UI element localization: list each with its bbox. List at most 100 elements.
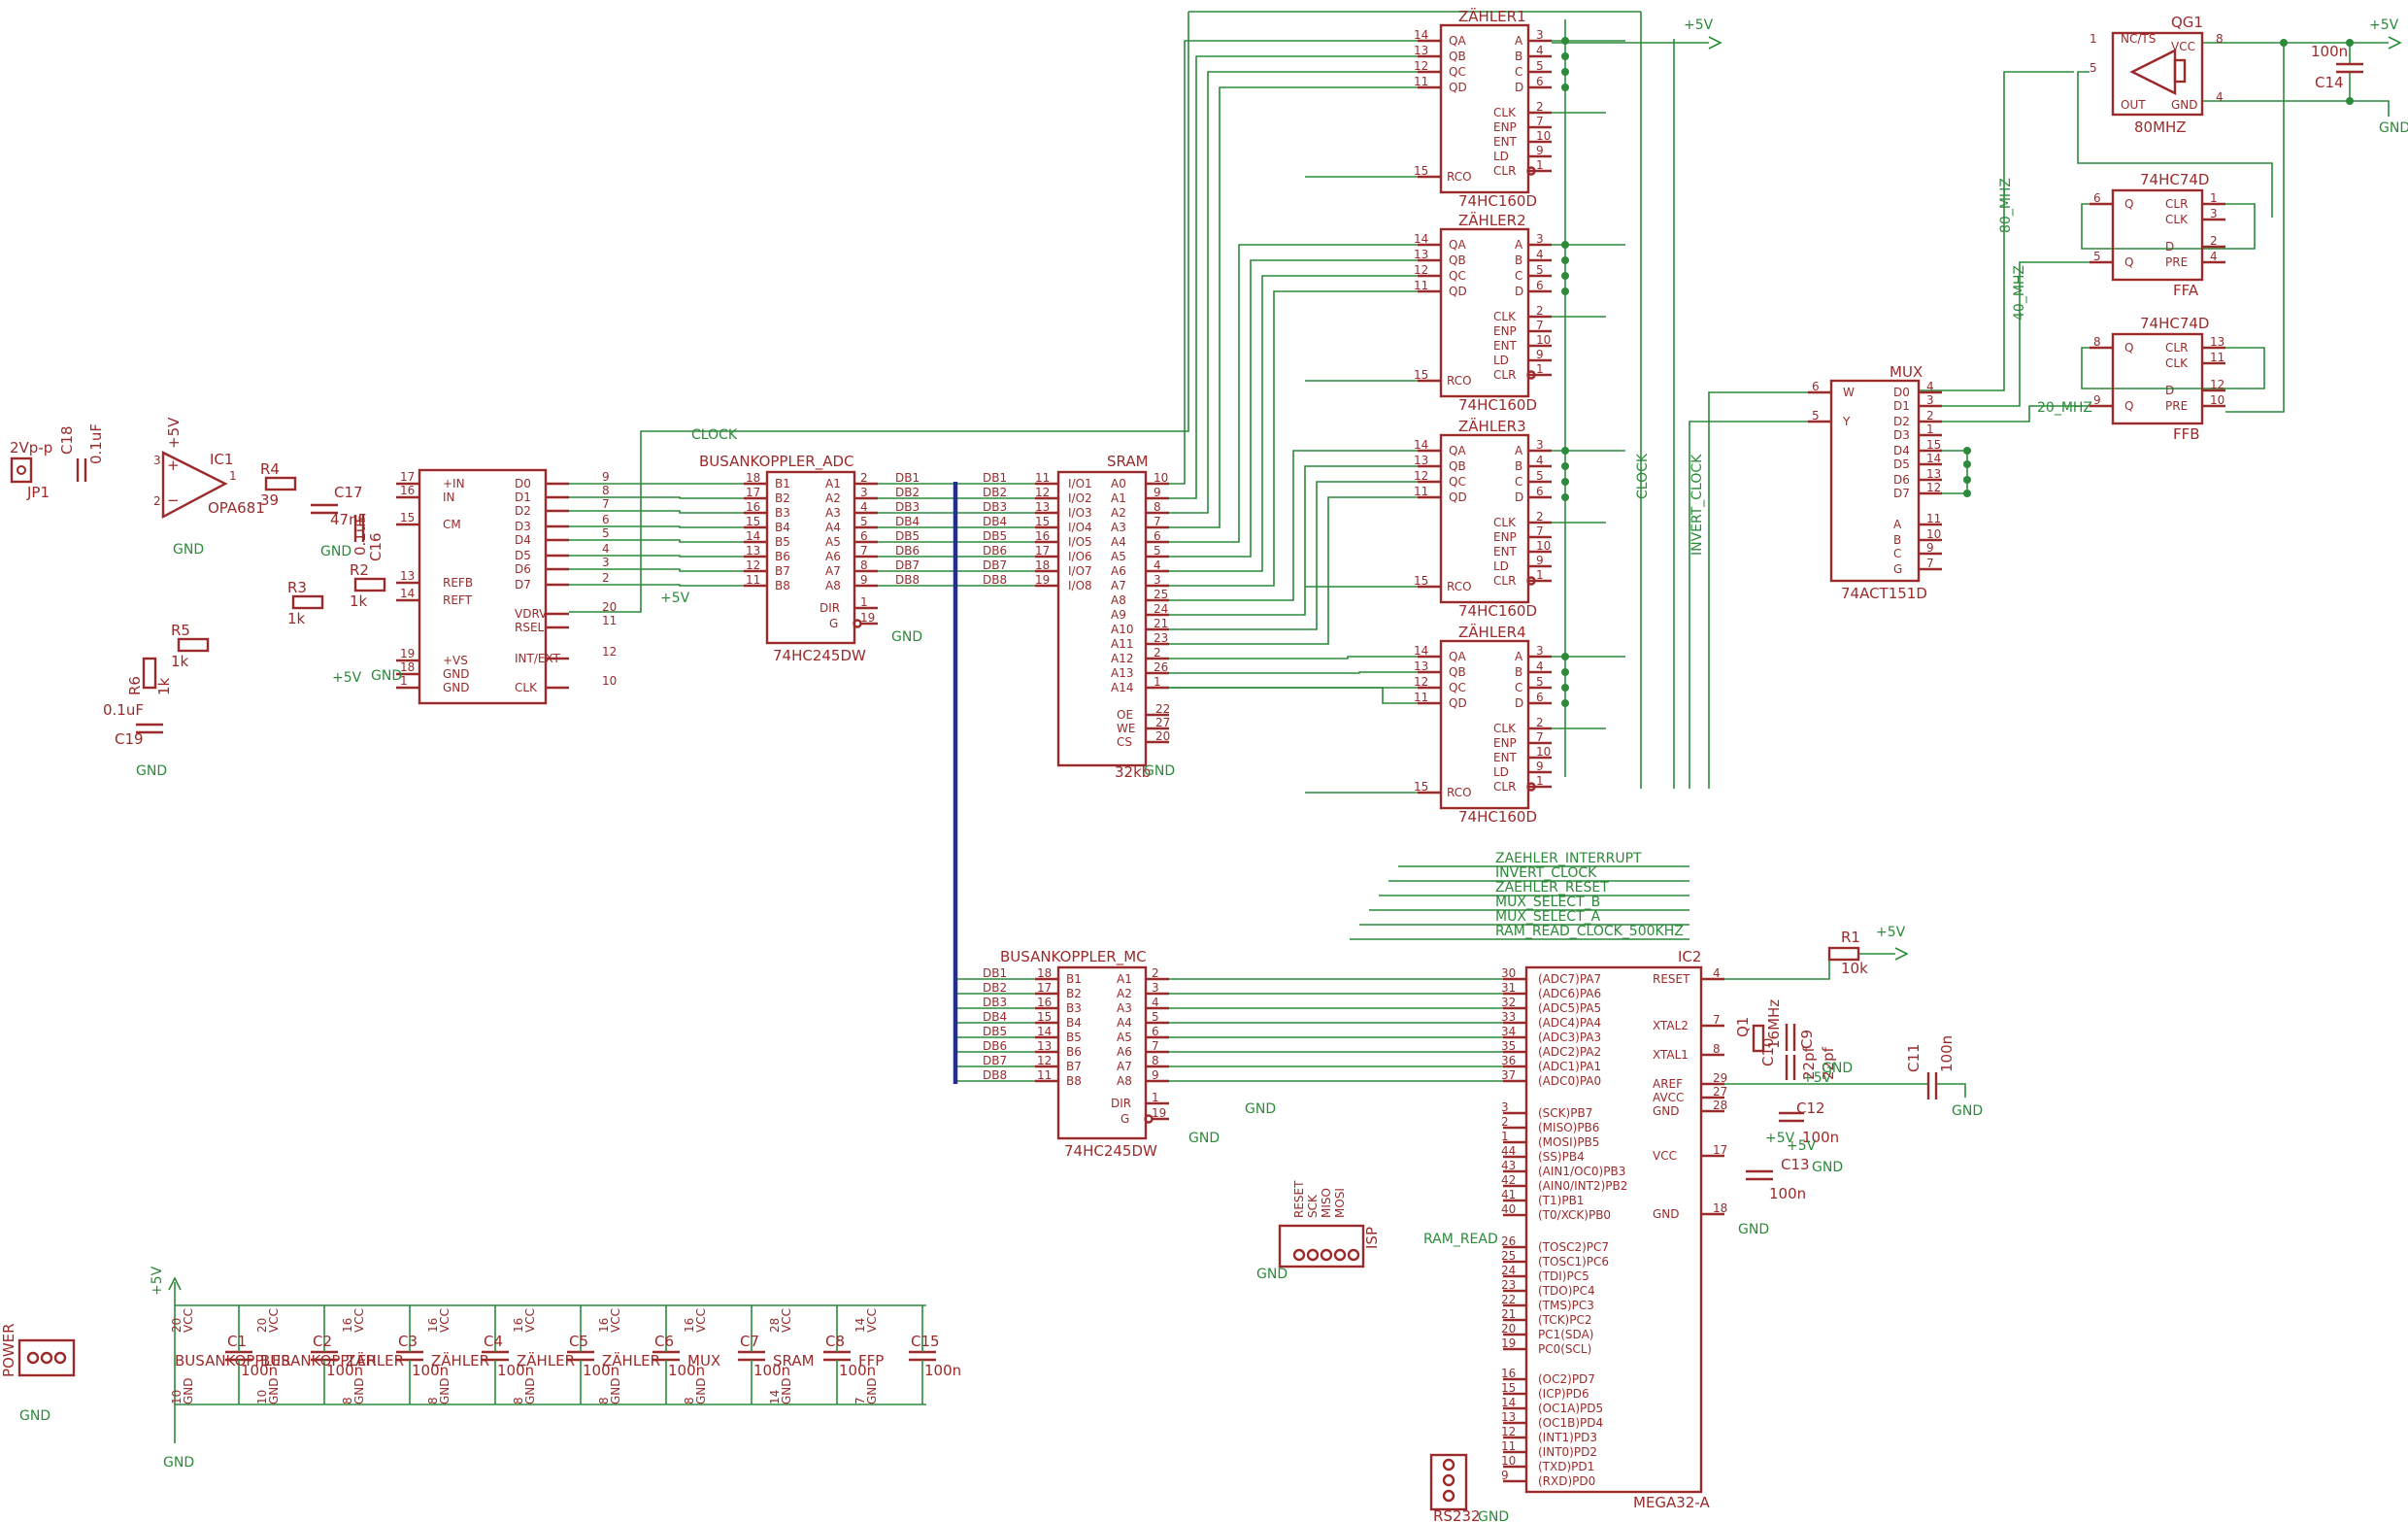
- mcu-pin-number: 31: [1501, 981, 1516, 995]
- mcu-right-number: 8: [1713, 1042, 1721, 1056]
- decoupling-device: ZÄHLER: [431, 1351, 489, 1370]
- decoupling-cap-name: C6: [654, 1333, 674, 1350]
- decoupling-gnd-symbol: GND: [780, 1377, 793, 1404]
- db-label-adc: DB2: [895, 486, 920, 499]
- counter-abcd-number: 4: [1536, 44, 1544, 57]
- counter-ctrl-pin: LD: [1493, 150, 1509, 163]
- decoupling-vcc-pin: 16: [512, 1318, 525, 1333]
- ic1-opamp: + − IC1 OPA681 3 2 1 +5V: [153, 417, 265, 519]
- counter-ctrl-number: 1: [1536, 362, 1544, 376]
- decoupling-device: ZÄHLER: [517, 1351, 575, 1370]
- mcu-pin-name: PC1(SDA): [1538, 1328, 1593, 1341]
- adc-data-wire: [569, 510, 744, 514]
- coupler-a-pin: A4: [825, 521, 841, 534]
- vcc-label: +5V: [660, 591, 690, 606]
- mcu-pin-number: 36: [1501, 1054, 1516, 1067]
- mux-left-number: 5: [1812, 409, 1820, 423]
- adc-pin-number: 1: [400, 674, 408, 688]
- decoupling-cap-name: C2: [313, 1333, 332, 1350]
- coupler-b-pin: B4: [775, 521, 790, 534]
- inverter-bubble: [1144, 1114, 1154, 1124]
- coupler-b-pin: B8: [775, 579, 790, 592]
- mcu-pin-number: 37: [1501, 1068, 1516, 1082]
- inverter-bubble: [1526, 782, 1536, 792]
- gnd-label: GND: [1822, 1061, 1853, 1076]
- coupler-b-pin: B1: [775, 477, 790, 490]
- adc-pin-number: 13: [400, 569, 415, 583]
- mcu-pin-number: 15: [1501, 1381, 1516, 1395]
- adc-pin-name: INT/EXT: [515, 652, 560, 665]
- counter-q-number: 13: [1414, 248, 1428, 261]
- decoupling-device: BUSANKOPPLER: [260, 1352, 377, 1370]
- adc-pin-number: 11: [602, 614, 617, 627]
- ff-wire: [2081, 203, 2256, 250]
- coupler-b-number: 16: [746, 500, 760, 514]
- coupler-a-pin: A3: [825, 506, 841, 520]
- counter-ctrl-pin: CLR: [1493, 368, 1516, 382]
- c18-capacitor: C18 0.1uF: [58, 423, 105, 482]
- sram-addr-pin: A7: [1111, 579, 1126, 592]
- coupler-a-number: 5: [860, 515, 868, 528]
- vcc-label: +5V: [332, 670, 362, 686]
- counter-abcd-number: 3: [1536, 438, 1544, 452]
- counter-ctrl-pin: CLK: [1493, 106, 1517, 119]
- coupler-b-pin: B7: [775, 564, 790, 578]
- decoupling-gnd-pin: 8: [683, 1397, 696, 1404]
- junction-dot: [1561, 52, 1569, 60]
- mcu-right-pin: XTAL2: [1653, 1019, 1689, 1032]
- counter-q-pin: QA: [1449, 650, 1466, 663]
- sram-io-pin: I/O6: [1068, 550, 1092, 563]
- svg-text:−: −: [167, 491, 180, 509]
- mcu-pin-name: (ADC2)PA2: [1538, 1045, 1601, 1059]
- counter-abcd-number: 6: [1536, 485, 1544, 498]
- counter-q-pin: QC: [1449, 269, 1466, 283]
- flipflop-body: [2111, 188, 2204, 282]
- db-label-adc: DB3: [895, 500, 920, 514]
- counter-abcd-number: 5: [1536, 469, 1544, 483]
- db-label-sram: DB5: [983, 529, 1007, 543]
- sram-io-number: 19: [1035, 573, 1050, 587]
- mcu-pin-number: 13: [1501, 1410, 1516, 1424]
- ff-pin: CLR: [2165, 341, 2188, 355]
- counter-abcd-pin: B: [1515, 665, 1522, 679]
- mcu-pin-number: 14: [1501, 1396, 1516, 1409]
- mcu-pin-name: (AIN0/INT2)PB2: [1538, 1179, 1627, 1193]
- coupler-a-pin: A7: [1117, 1060, 1132, 1073]
- mcu-pin-name: (TCK)PC2: [1538, 1313, 1592, 1327]
- coupler-b-pin: B1: [1066, 972, 1082, 986]
- junction-dot: [1561, 668, 1569, 676]
- address-wire: [1169, 86, 1418, 528]
- junction-dot: [1561, 84, 1569, 91]
- decoupling-vcc-pin: 16: [341, 1318, 354, 1333]
- mcu-net-label: MUX_SELECT_B: [1495, 895, 1600, 910]
- c19-label: C19: [115, 730, 144, 748]
- sram-io-pin: I/O4: [1068, 521, 1092, 534]
- gnd-label: GND: [1188, 1131, 1220, 1146]
- mcu-pin-number: 32: [1501, 996, 1516, 1009]
- decoupling-vcc-symbol: VCC: [523, 1308, 537, 1333]
- db-label-sram: DB7: [983, 558, 1007, 572]
- mux-right-number: 2: [1926, 409, 1934, 423]
- db-label-adc: DB8: [895, 573, 920, 587]
- qg1-label: QG1: [2171, 14, 2203, 31]
- mcu-pin-name: (INT1)PD3: [1538, 1431, 1597, 1444]
- counter-ctrl-pin: ENP: [1493, 324, 1517, 338]
- sram-io-pin: I/O8: [1068, 579, 1092, 592]
- counter-rco-number: 15: [1414, 780, 1428, 794]
- qg1-value: 80MHZ: [2134, 118, 2187, 136]
- ff-q-pin: Q: [2124, 399, 2133, 413]
- counter-body: [1439, 227, 1530, 398]
- svg-text:1: 1: [2090, 32, 2097, 46]
- mcu-pin-number: 1: [1501, 1130, 1509, 1143]
- counter-abcd-number: 6: [1536, 691, 1544, 704]
- mux-right-number: 1: [1926, 423, 1934, 436]
- counter-ctrl-number: 2: [1536, 100, 1544, 114]
- mcu-pin-name: (INT0)PD2: [1538, 1445, 1597, 1459]
- counter-ctrl-pin: ENP: [1493, 120, 1517, 134]
- sram-addr-number: 26: [1154, 660, 1168, 674]
- junction-dot: [1561, 68, 1569, 76]
